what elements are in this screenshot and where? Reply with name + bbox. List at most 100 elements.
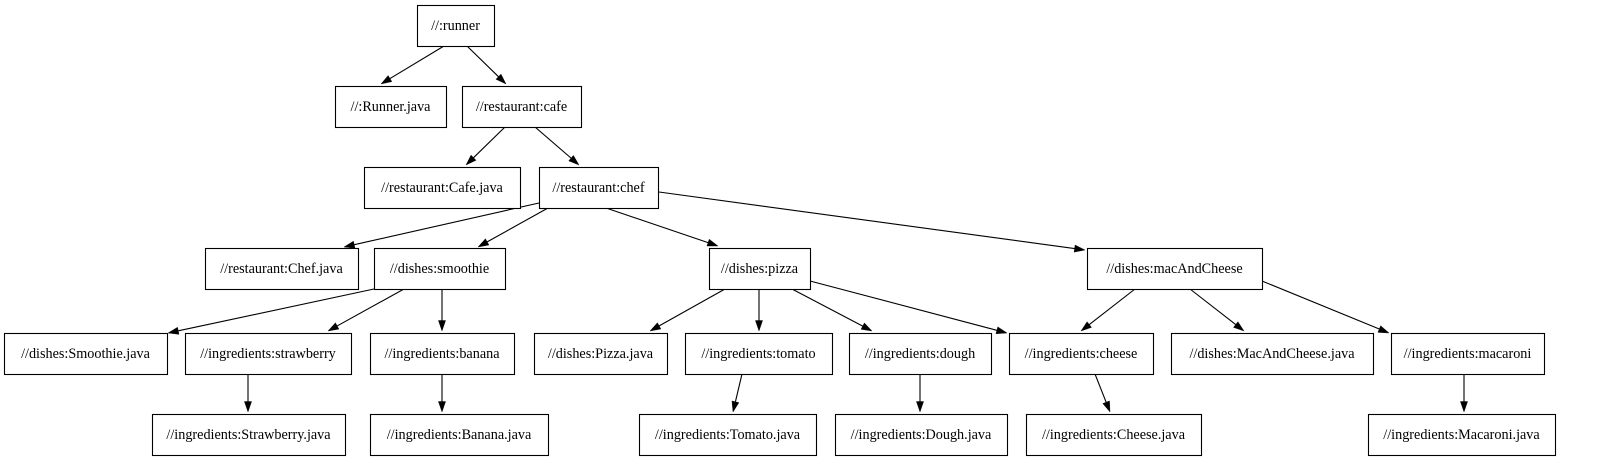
edge: //dishes:pizza → //dishes:Pizza.java [649, 288, 726, 332]
edge: //dishes:pizza → //ingredients:tomato [755, 289, 763, 332]
edge: //ingredients:strawberry → //ingredients… [244, 374, 252, 413]
node-label: //ingredients:Banana.java [387, 427, 532, 443]
graph-node-ingredients_strawberry[interactable]: //ingredients:strawberry [184, 332, 353, 376]
arrow-head-icon [327, 322, 340, 332]
node-box[interactable] [1367, 413, 1557, 457]
edge: //restaurant:chef → //dishes:macAndChees… [658, 191, 1086, 253]
edge: //dishes:pizza → //ingredients:cheese [809, 280, 1008, 335]
arrow-head-icon [649, 322, 662, 332]
graph-node-ingredients_cheese_java[interactable]: //ingredients:Cheese.java [1025, 413, 1203, 457]
graph-node-ingredients_macaroni[interactable]: //ingredients:macaroni [1390, 332, 1546, 376]
node-label: //ingredients:banana [384, 346, 500, 362]
graph-node-ingredients_banana_java[interactable]: //ingredients:Banana.java [369, 413, 550, 457]
node-label: //ingredients:cheese [1025, 346, 1138, 362]
graph-node-restaurant_chef_java[interactable]: //restaurant:Chef.java [204, 247, 360, 291]
arrow-head-icon [1080, 321, 1092, 332]
graph-node-dishes_smoothie[interactable]: //dishes:smoothie [373, 247, 507, 291]
node-box[interactable] [1390, 332, 1546, 376]
arrow-head-icon [916, 401, 924, 413]
node-box[interactable] [369, 332, 516, 376]
edge-line [605, 207, 709, 244]
arrow-head-icon [706, 238, 719, 247]
graph-node-ingredients_cheese[interactable]: //ingredients:cheese [1008, 332, 1155, 376]
node-label: //ingredients:dough [865, 346, 975, 362]
graph-node-runner_java[interactable]: //:Runner.java [334, 85, 448, 129]
graph-node-ingredients_tomato[interactable]: //ingredients:tomato [684, 332, 834, 376]
node-box[interactable] [708, 247, 812, 291]
graph-node-ingredients_tomato_java[interactable]: //ingredients:Tomato.java [638, 413, 818, 457]
edge: //restaurant:cafe → //restaurant:Cafe.ja… [465, 126, 506, 166]
node-label: //restaurant:cafe [476, 99, 567, 115]
edge: //dishes:macAndCheese → //ingredients:ch… [1080, 288, 1136, 332]
node-box[interactable] [684, 332, 834, 376]
edge: //:runner → //restaurant:cafe [466, 45, 507, 85]
graph-node-restaurant_chef[interactable]: //restaurant:chef [538, 166, 660, 210]
graph-node-ingredients_dough[interactable]: //ingredients:dough [848, 332, 993, 376]
node-label: //dishes:macAndCheese [1106, 261, 1242, 277]
node-box[interactable] [363, 166, 522, 210]
node-box[interactable] [1086, 247, 1264, 291]
node-box[interactable] [638, 413, 818, 457]
node-box[interactable] [538, 166, 660, 210]
edge-line [1189, 288, 1237, 325]
edge: //dishes:macAndCheese → //dishes:MacAndC… [1189, 288, 1245, 332]
node-label: //ingredients:Strawberry.java [166, 427, 331, 443]
node-box[interactable] [1008, 332, 1155, 376]
node-box[interactable] [3, 332, 169, 376]
node-label: //restaurant:Cafe.java [381, 180, 503, 196]
graph-node-dishes_pizza_java[interactable]: //dishes:Pizza.java [533, 332, 669, 376]
node-box[interactable] [1025, 413, 1203, 457]
node-box[interactable] [184, 332, 353, 376]
nodes-layer: //:runner //:Runner.java //restaurant:cafe… [3, 4, 1557, 457]
arrow-head-icon [1233, 321, 1245, 332]
node-box[interactable] [416, 4, 496, 48]
arrow-head-icon [1102, 400, 1111, 413]
edge: //restaurant:cafe → //restaurant:chef [534, 126, 580, 166]
graph-node-dishes_pizza[interactable]: //dishes:pizza [708, 247, 812, 291]
edge-line [178, 288, 375, 332]
node-box[interactable] [334, 85, 448, 129]
edge: //ingredients:macaroni → //ingredients:M… [1460, 374, 1468, 413]
node-box[interactable] [461, 85, 583, 129]
graph-node-restaurant_cafe[interactable]: //restaurant:cafe [461, 85, 583, 129]
edge-line [336, 288, 405, 327]
node-box[interactable] [204, 247, 360, 291]
node-box[interactable] [848, 332, 993, 376]
graph-node-ingredients_banana[interactable]: //ingredients:banana [369, 332, 516, 376]
graph-node-runner[interactable]: //:runner [416, 4, 496, 48]
edge-line [486, 207, 549, 243]
graph-node-restaurant_cafe_java[interactable]: //restaurant:Cafe.java [363, 166, 522, 210]
arrow-head-icon [244, 401, 252, 413]
node-label: //ingredients:macaroni [1404, 346, 1532, 362]
edge-line [1261, 280, 1380, 330]
node-box[interactable] [369, 413, 550, 457]
node-box[interactable] [1170, 332, 1375, 376]
edge-line [734, 373, 743, 402]
node-label: //restaurant:Chef.java [220, 261, 343, 277]
graph-node-ingredients_strawberry_java[interactable]: //ingredients:Strawberry.java [151, 413, 347, 457]
edge-line [466, 45, 499, 78]
node-box[interactable] [533, 332, 669, 376]
arrow-head-icon [731, 400, 740, 413]
arrow-head-icon [860, 322, 873, 332]
node-box[interactable] [151, 413, 347, 457]
graph-node-ingredients_dough_java[interactable]: //ingredients:Dough.java [834, 413, 1009, 457]
edge-line [389, 45, 445, 80]
graph-node-dishes_macandcheese[interactable]: //dishes:macAndCheese [1086, 247, 1264, 291]
node-box[interactable] [373, 247, 507, 291]
arrow-head-icon [755, 320, 763, 332]
edge: //restaurant:chef → //dishes:pizza [605, 207, 719, 247]
node-label: //:Runner.java [351, 99, 432, 115]
node-label: //ingredients:Tomato.java [655, 427, 801, 443]
node-box[interactable] [834, 413, 1009, 457]
graph-node-ingredients_macaroni_java[interactable]: //ingredients:Macaroni.java [1367, 413, 1557, 457]
graph-node-dishes_macandcheese_java[interactable]: //dishes:MacAndCheese.java [1170, 332, 1375, 376]
edge: //restaurant:chef → //dishes:smoothie [477, 207, 549, 248]
edge-line [1094, 373, 1107, 403]
node-label: //restaurant:chef [552, 180, 644, 196]
graph-node-dishes_smoothie_java[interactable]: //dishes:Smoothie.java [3, 332, 169, 376]
node-label: //:runner [431, 18, 480, 34]
edge: //dishes:pizza → //ingredients:dough [791, 288, 873, 332]
